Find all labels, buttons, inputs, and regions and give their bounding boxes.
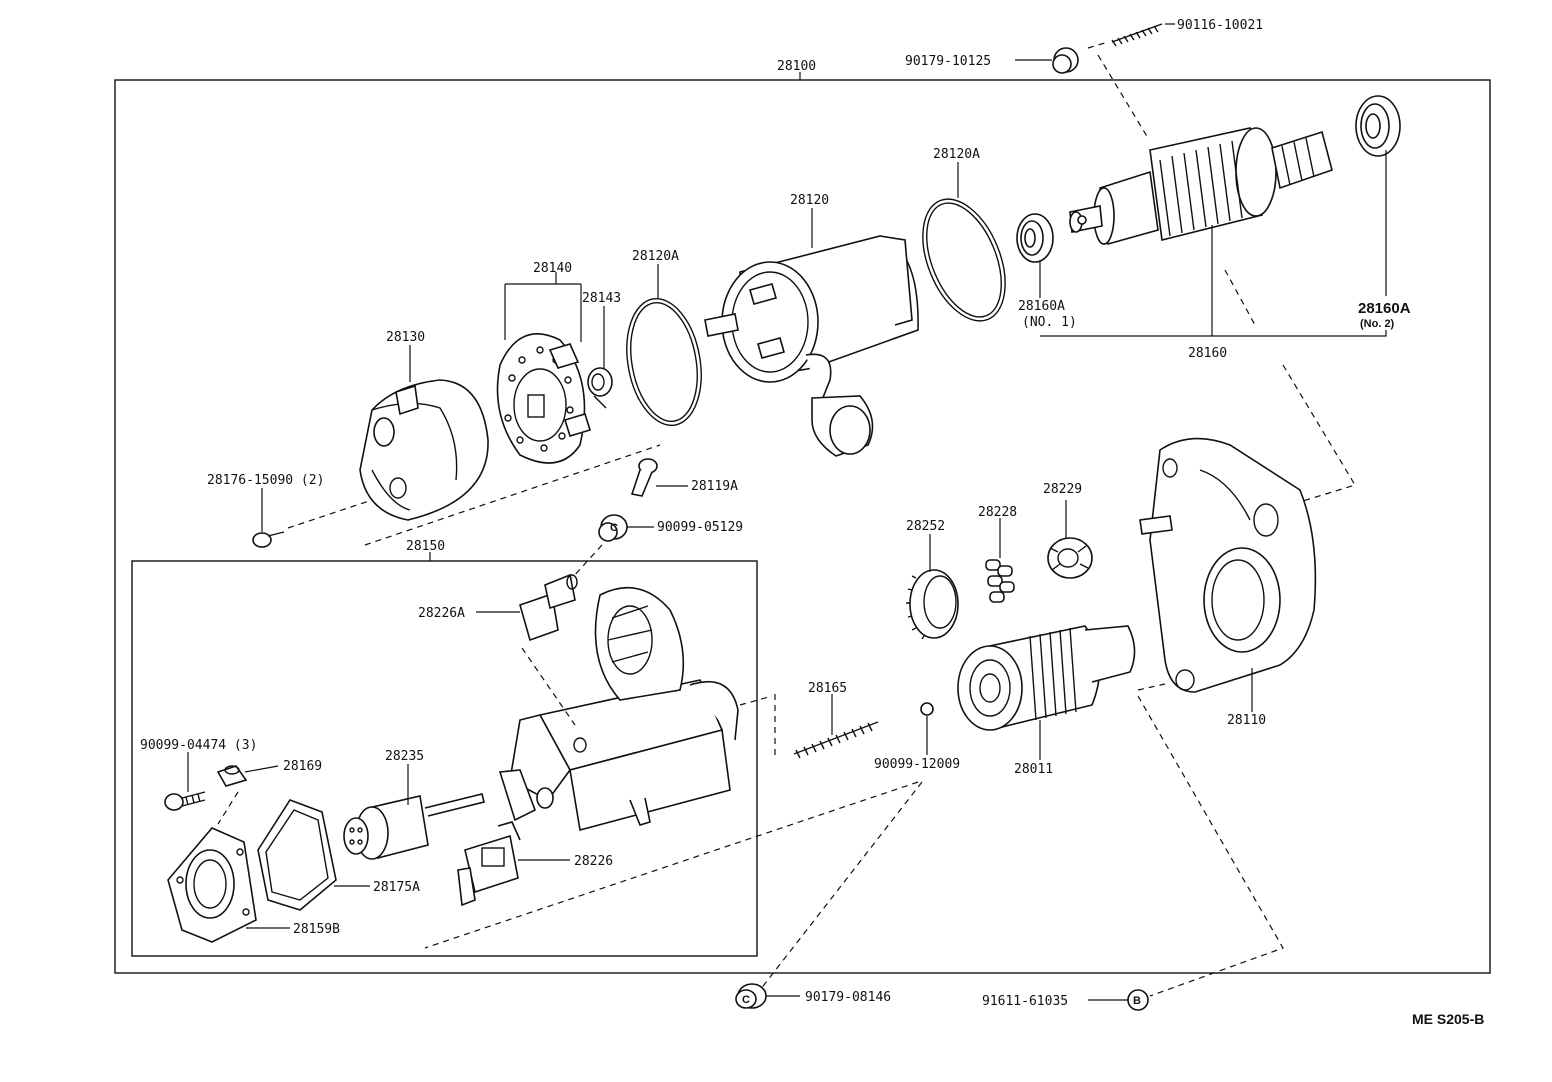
leader-line [1087,41,1109,49]
label-28165: 28165 [808,681,847,696]
terminal-28226 [457,821,521,907]
nut-90099-05129 [598,514,628,542]
bolt-28119A [630,458,658,497]
label-28176-15090: 28176-15090 (2) [207,473,324,488]
label-28169: 28169 [283,759,322,774]
label-90179-08146: 90179-08146 [805,990,891,1005]
label-28100: 28100 [777,59,816,74]
leader-line [217,791,239,825]
label-28160A-no1-sub: (NO. 1) [1022,315,1077,330]
bolt-91611-61035: B [1127,989,1149,1011]
label-28235: 28235 [385,749,424,764]
screw-28176-15090 [252,531,285,548]
gear-28252 [906,569,959,640]
leader-line [1282,364,1356,506]
rollers-28228 [985,559,1015,603]
leader-line [571,544,603,579]
leader-line [287,499,373,529]
ball-90099-12009 [920,702,934,716]
screw-90116-10021 [1111,23,1175,47]
bolt-90099-04474 [164,791,206,811]
plunger-28235 [343,793,485,860]
label-28143: 28143 [582,291,621,306]
label-28252: 28252 [906,519,945,534]
armature-28160 [1069,127,1333,246]
bearing-28160A-no2 [1355,95,1401,157]
label-28160A-no1: 28160A [1018,299,1065,314]
label-28140: 28140 [533,261,572,276]
yoke-28120 [704,235,919,457]
leader-line [759,781,923,991]
label-90099-12009: 90099-12009 [874,757,960,772]
end-frame-28130 [359,379,489,521]
label-28130: 28130 [386,330,425,345]
retainer-28229 [1047,537,1093,579]
brush-holder-28140 [496,333,592,464]
leader-line [244,765,279,773]
gasket-28175A [257,799,337,911]
marker-c2: C [742,994,750,1006]
label-90099-05129: 90099-05129 [657,520,743,535]
label-28228: 28228 [978,505,1017,520]
o-ring-28120A-left [626,297,702,427]
label-28160A-no2-sub: (No. 2) [1360,318,1395,330]
label-28110: 28110 [1227,713,1266,728]
magnetic-switch-housing [498,587,739,831]
label-28150: 28150 [406,539,445,554]
label-28160A-no2: 28160A [1358,300,1411,317]
cover-28159B [167,827,257,943]
label-90179-10125: 90179-10125 [905,54,991,69]
clip-28169 [216,765,248,787]
nut-90179-08146: C [735,983,767,1009]
bearing-28160A-no1 [1016,213,1054,263]
nut-90179-10125 [1052,47,1079,74]
terminal-28226A [519,573,578,642]
label-28120A-right: 28120A [933,147,980,162]
label-28160: 28160 [1188,346,1227,361]
label-28120: 28120 [790,193,829,208]
label-28011: 28011 [1014,762,1053,777]
label-28226A: 28226A [418,606,465,621]
leader-line [739,695,773,706]
leader-line [521,647,576,726]
label-28175A: 28175A [373,880,420,895]
leader-line [1137,683,1166,691]
subassembly-frame-28150 [131,560,758,957]
label-90099-04474: 90099-04474 (3) [140,738,257,753]
reference-code: ME S205-B [1412,1011,1484,1027]
marker-b: B [1133,995,1141,1007]
leader-line [1224,269,1256,326]
leader-line [424,781,919,949]
leader-line [1137,695,1284,997]
label-91611-61035: 91611-61035 [982,994,1068,1009]
spring-28165 [793,721,879,759]
label-28119A: 28119A [691,479,738,494]
assembly-frame-28100 [114,79,1491,974]
leader-line [364,444,661,546]
leader-line [1040,330,1387,337]
label-28120A-left: 28120A [632,249,679,264]
label-28226: 28226 [574,854,613,869]
marker-c1: C [610,522,618,534]
starter-housing-28110 [1139,437,1317,693]
starter-clutch-28011 [957,625,1136,731]
label-28229: 28229 [1043,482,1082,497]
o-ring-28120A-right [922,198,1006,322]
label-90116-10021: 90116-10021 [1177,18,1263,33]
spring-28143 [587,367,613,409]
leader-line [1097,54,1149,139]
label-28159B: 28159B [293,922,340,937]
